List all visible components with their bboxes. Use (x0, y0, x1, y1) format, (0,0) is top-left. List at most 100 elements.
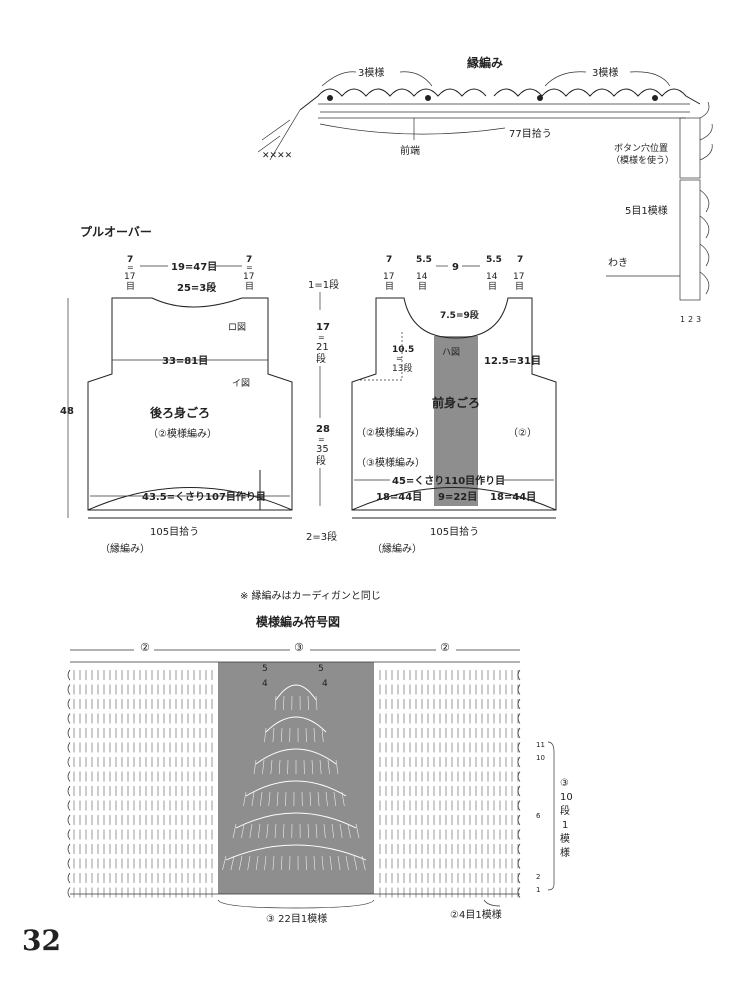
center-repeat-label: ③ 22目1模様 (266, 912, 327, 925)
pineapple-stitch (260, 791, 263, 807)
pineapple-stitch (249, 823, 253, 839)
pineapple-stitch (266, 823, 269, 839)
edge-loop (67, 669, 71, 681)
edge-loop (67, 843, 71, 855)
stitch-chart: 模様編み符号図 ② ③ ② 5 4 5 4 11 10 6 2 1 ③ 10 段… (67, 614, 573, 925)
pineapple-stitch (333, 791, 337, 807)
pineapple-stitch (268, 791, 271, 807)
front-edge-label: 前端 (400, 144, 420, 157)
picot-dot (425, 95, 431, 101)
edging-scallops: ✕✕✕✕ (257, 88, 701, 161)
svg-text:目: 目 (385, 281, 394, 292)
pineapple-stitch (325, 791, 328, 807)
edge-loop (517, 684, 521, 695)
svg-text:③: ③ (560, 778, 569, 789)
svg-text:7: 7 (517, 255, 523, 265)
front-pickup: 105目拾う (430, 525, 479, 538)
svg-text:7: 7 (386, 255, 392, 265)
svg-text:5.5: 5.5 (486, 255, 502, 265)
svg-text:35: 35 (316, 444, 329, 455)
svg-text:17: 17 (243, 272, 254, 282)
pineapple-stitch (255, 855, 259, 871)
pineapple-stitch (274, 823, 277, 839)
edge-loop (67, 800, 71, 811)
pineapple-stitch (281, 727, 283, 743)
pineapple-stitch (315, 695, 318, 711)
pineapple-stitch (281, 855, 283, 871)
front-hem-curve (351, 487, 557, 511)
edging-pickup: 77目拾う (509, 127, 552, 140)
pineapple-stitch (317, 791, 320, 807)
svg-text:5: 5 (318, 664, 324, 674)
pineapple-arc (245, 780, 347, 797)
side-stitch-strip (679, 179, 701, 301)
pineapple-stitch (329, 855, 332, 871)
pineapple-stitch (339, 823, 343, 839)
stitch-chart-title: 模様編み符号図 (256, 614, 340, 629)
back-width-lower: 43.5=くさり107目作り目 (142, 490, 266, 503)
back-hem-curve (87, 487, 293, 511)
pineapple-stitch (239, 855, 243, 871)
svg-text:=: = (318, 333, 325, 342)
front-pattern-left-1: （②模様編み） (356, 426, 425, 439)
pineapple-stitch (331, 823, 335, 839)
picot-dot (327, 95, 333, 101)
pineapple-stitch (335, 759, 339, 775)
svg-text:=: = (318, 435, 325, 444)
page-number: 32 (22, 924, 61, 957)
edge-loop (67, 814, 71, 826)
pineapple-motif (222, 684, 367, 871)
svg-text:9: 9 (452, 262, 459, 273)
edge-loop (67, 756, 71, 768)
center-panel-shade (218, 662, 374, 894)
pineapple-arc (225, 844, 367, 861)
edge-loop (67, 698, 71, 710)
repeat-bracket-left (321, 71, 433, 87)
pineapple-stitch (247, 855, 251, 871)
svg-text:10: 10 (560, 792, 573, 803)
edge-loop (517, 814, 521, 826)
front-pattern-panel (434, 336, 478, 506)
svg-text:段: 段 (316, 352, 326, 365)
back-edging: （縁編み） (100, 542, 150, 555)
front-neck-depth: 7.5=9段 (440, 309, 480, 321)
pineapple-stitch (347, 823, 351, 839)
edge-loop (517, 872, 521, 884)
svg-text:✕✕✕✕: ✕✕✕✕ (262, 151, 292, 161)
pineapple-stitch (307, 823, 309, 839)
edge-loop (67, 771, 71, 782)
svg-text:段: 段 (316, 454, 326, 467)
svg-text:5: 5 (262, 664, 268, 674)
edge-loop (517, 742, 521, 753)
back-width-upper: 33=81目 (162, 355, 208, 367)
edge-loop (517, 829, 521, 840)
buttonhole-line2: （模様を使う） (611, 154, 674, 166)
back-pattern: （②模様編み） (148, 427, 217, 440)
side-repeat-label: ②4目1模様 (450, 908, 502, 921)
svg-text:4: 4 (322, 679, 328, 689)
stitch-grid (67, 669, 521, 898)
edge-loop (67, 785, 71, 797)
pineapple-stitch (274, 695, 277, 711)
pineapple-stitch (285, 791, 287, 807)
pineapple-stitch (276, 791, 279, 807)
svg-text:目: 目 (488, 281, 497, 292)
edge-loop (67, 684, 71, 695)
front-panel-left: 18=44目 (376, 491, 422, 503)
pineapple-arc (275, 684, 317, 701)
back-shoulder-left-cm: 7 (127, 255, 133, 265)
pineapple-stitch (341, 791, 345, 807)
front-pattern-right: （②） (508, 427, 537, 439)
edging-repeat-left: 3模様 (358, 66, 384, 79)
pineapple-stitch (319, 759, 322, 775)
side-repeat: 5目1模様 (625, 204, 668, 217)
pineapple-stitch (305, 855, 307, 871)
back-neck-width: 19=47目 (171, 261, 217, 273)
edge-loop (517, 785, 521, 797)
edge-loop (517, 698, 521, 710)
svg-text:=: = (246, 263, 253, 272)
pineapple-arc (265, 716, 327, 733)
svg-text:=: = (396, 354, 403, 363)
svg-text:17: 17 (513, 272, 524, 282)
